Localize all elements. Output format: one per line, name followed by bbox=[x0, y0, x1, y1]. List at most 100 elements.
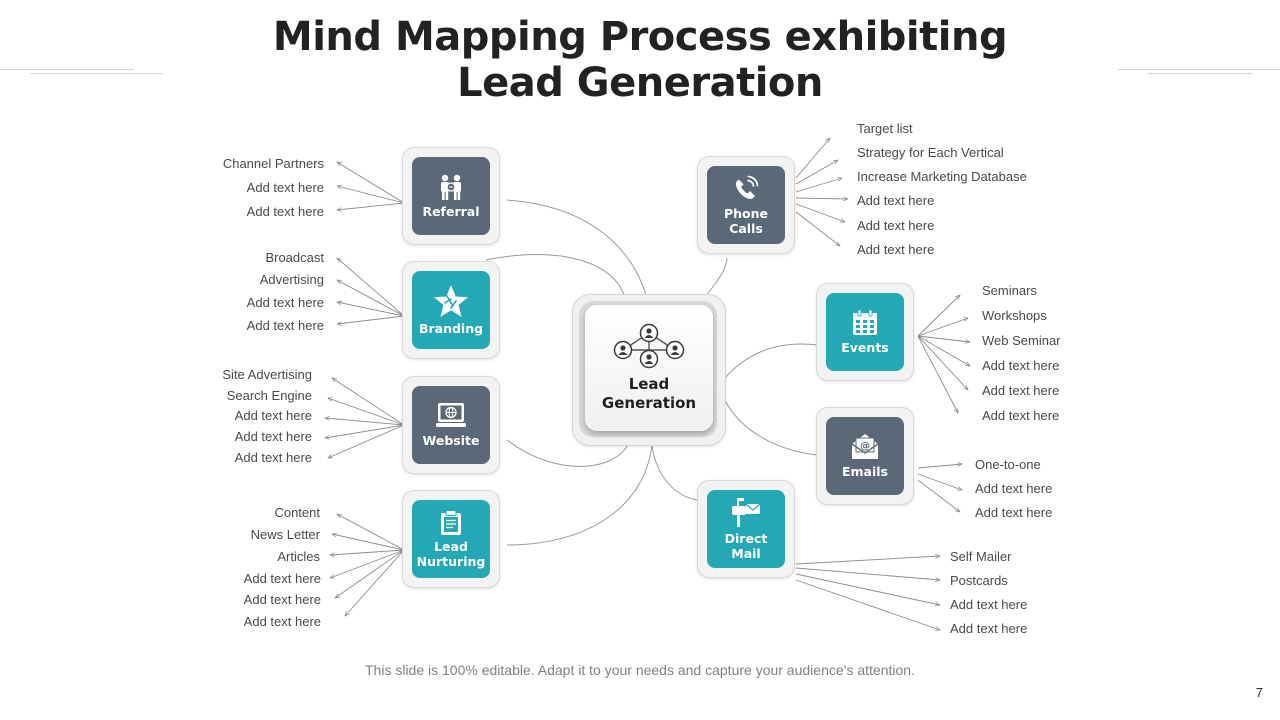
central-node-core: Lead Generation bbox=[585, 305, 713, 431]
central-label-line2: Generation bbox=[601, 394, 697, 412]
curve-phone-calls bbox=[704, 257, 728, 299]
curve-events bbox=[724, 343, 818, 379]
events-item: Add text here bbox=[982, 408, 1060, 423]
hub-curves bbox=[485, 199, 818, 546]
footer-note: This slide is 100% editable. Adapt it to… bbox=[365, 662, 915, 678]
website-item: Add text here bbox=[234, 450, 312, 465]
phone-calls-item: Add text here bbox=[857, 193, 935, 208]
arrow-nurturing-6 bbox=[345, 549, 405, 616]
referral-node: Referral bbox=[402, 147, 500, 245]
phone-icon bbox=[736, 175, 759, 199]
arrow-nurturing-1 bbox=[337, 514, 405, 551]
direct-mail-item: Add text here bbox=[950, 597, 1028, 612]
arrow-emails-2 bbox=[917, 473, 962, 490]
emails-item: Add text here bbox=[975, 505, 1053, 520]
website-node: Website bbox=[402, 376, 500, 474]
lead-nurturing-item: Add text here bbox=[243, 592, 321, 607]
curve-referral bbox=[506, 199, 648, 299]
events-node: Events bbox=[816, 283, 914, 381]
title-divider-right-2 bbox=[1148, 73, 1252, 74]
arrow-phone-3 bbox=[795, 178, 842, 193]
arrow-phone-5 bbox=[795, 203, 845, 222]
phone-calls-node: Phone Calls bbox=[697, 156, 795, 254]
arrow-events-1 bbox=[917, 295, 960, 337]
arrow-phone-4 bbox=[795, 198, 848, 199]
arrow-nurturing-4 bbox=[330, 549, 405, 578]
events-item: Add text here bbox=[982, 383, 1060, 398]
website-item: Search Engine bbox=[226, 388, 312, 403]
svg-text:@: @ bbox=[860, 441, 870, 452]
clipboard-icon bbox=[441, 509, 461, 535]
arrow-mail-1 bbox=[795, 556, 940, 565]
events-label: Events bbox=[841, 340, 889, 355]
arrow-website-3 bbox=[325, 418, 405, 426]
referral-item: Add text here bbox=[246, 204, 324, 219]
title-divider-right bbox=[1118, 69, 1280, 70]
arrow-referral-2 bbox=[337, 186, 405, 204]
lead-nurturing-item: Add text here bbox=[243, 614, 321, 629]
arrow-branding-1 bbox=[337, 258, 405, 317]
lead-nurturing-item: Articles bbox=[277, 549, 320, 564]
referral-label: Referral bbox=[422, 204, 480, 219]
direct-mail-item: Self Mailer bbox=[950, 549, 1012, 564]
direct-mail-label-line1: Direct bbox=[724, 530, 768, 546]
title-divider-left-2 bbox=[30, 73, 163, 74]
arrow-phone-1 bbox=[795, 138, 830, 179]
phone-calls-item: Increase Marketing Database bbox=[857, 169, 1027, 184]
calendar-icon bbox=[853, 309, 877, 335]
direct-mail-item: Add text here bbox=[950, 621, 1028, 636]
arrow-website-2 bbox=[328, 398, 405, 426]
slide-title-line2: Lead Generation bbox=[457, 60, 823, 106]
referral-item: Add text here bbox=[246, 180, 324, 195]
arrow-branding-4 bbox=[337, 315, 405, 324]
referral-item: Channel Partners bbox=[222, 156, 324, 171]
lead-nurturing-item: Add text here bbox=[243, 571, 321, 586]
phone-calls-label-line2: Calls bbox=[729, 220, 763, 236]
title-divider-left bbox=[0, 69, 134, 70]
arrow-nurturing-5 bbox=[335, 549, 405, 598]
lead-nurturing-node-inner: Lead Nurturing bbox=[412, 500, 490, 578]
website-item: Add text here bbox=[234, 429, 312, 444]
arrow-events-5 bbox=[917, 335, 968, 390]
arrow-branding-3 bbox=[337, 302, 405, 317]
laptop-globe-icon bbox=[436, 403, 466, 427]
events-item: Seminars bbox=[982, 283, 1037, 298]
star-badge-icon bbox=[434, 285, 468, 317]
phone-calls-node-inner: Phone Calls bbox=[707, 166, 785, 244]
mailbox-icon bbox=[732, 497, 761, 527]
events-item: Add text here bbox=[982, 358, 1060, 373]
central-lead-generation-node: Lead Generation bbox=[572, 294, 726, 446]
referral-node-inner: Referral bbox=[412, 157, 490, 235]
arrow-website-5 bbox=[328, 424, 405, 459]
emails-label: Emails bbox=[841, 464, 888, 479]
branding-item: Add text here bbox=[246, 318, 324, 333]
arrow-mail-3 bbox=[795, 573, 940, 605]
website-label: Website bbox=[422, 433, 480, 448]
emails-item: One-to-one bbox=[975, 457, 1041, 472]
branding-node-inner: Branding bbox=[412, 271, 490, 349]
arrow-phone-6 bbox=[795, 211, 840, 246]
curve-lead-nurturing bbox=[506, 444, 653, 546]
arrow-phone-2 bbox=[795, 160, 838, 185]
phone-calls-item: Add text here bbox=[857, 242, 935, 257]
arrow-emails-1 bbox=[917, 464, 962, 469]
page-number: 7 bbox=[1255, 685, 1263, 700]
branding-label: Branding bbox=[418, 321, 484, 336]
slide-title-line1: Mind Mapping Process exhibiting bbox=[272, 14, 1008, 60]
central-label-line1: Lead bbox=[628, 375, 670, 393]
direct-mail-label-line2: Mail bbox=[731, 545, 761, 561]
lead-nurturing-node: Lead Nurturing bbox=[402, 490, 500, 588]
lead-nurturing-label-line2: Nurturing bbox=[416, 553, 486, 569]
arrow-events-3 bbox=[917, 335, 970, 342]
arrow-nurturing-3 bbox=[330, 549, 405, 555]
people-network-icon bbox=[613, 323, 685, 369]
branding-node: Branding bbox=[402, 261, 500, 359]
events-item: Workshops bbox=[982, 308, 1047, 323]
emails-node: @ Emails bbox=[816, 407, 914, 505]
phone-calls-item: Strategy for Each Vertical bbox=[857, 145, 1004, 160]
direct-mail-node: Direct Mail bbox=[697, 480, 795, 578]
arrow-events-2 bbox=[917, 318, 968, 337]
branding-item: Broadcast bbox=[265, 250, 324, 265]
emails-item: Add text here bbox=[975, 481, 1053, 496]
envelope-at-icon: @ bbox=[851, 434, 879, 459]
